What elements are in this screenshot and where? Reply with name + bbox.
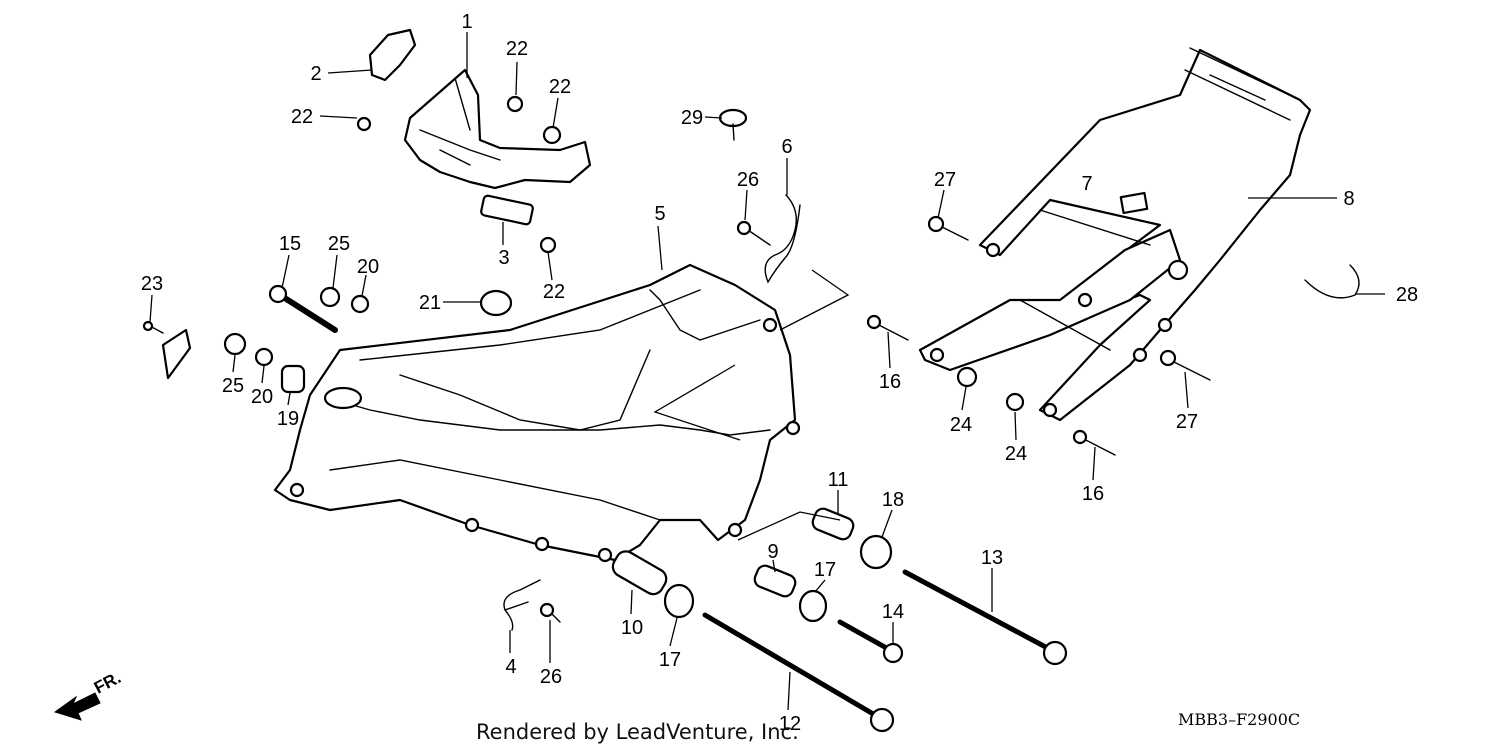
reference-lines — [653, 269, 850, 541]
callout-label: 7 — [1081, 173, 1092, 195]
callout-label: 16 — [879, 371, 901, 393]
callout-label: 9 — [767, 541, 778, 563]
diagram-code: MBB3–F2900C — [1178, 710, 1300, 729]
callout-label: 13 — [981, 547, 1003, 569]
pivot-hardware-parts — [223, 284, 370, 394]
rivet-part — [718, 108, 748, 141]
callout-label: 20 — [251, 386, 273, 408]
callout-label: 24 — [1005, 443, 1027, 465]
clamp-part — [479, 289, 513, 317]
callout-label: 15 — [279, 233, 301, 255]
callout-label: 24 — [950, 414, 972, 436]
callout-label: 2 — [310, 63, 321, 85]
engine-mount-hardware-parts — [611, 507, 1068, 733]
callout-label: 14 — [882, 601, 904, 623]
callout-label: 25 — [328, 233, 350, 255]
callout-label: 27 — [1176, 411, 1198, 433]
headlight-bracket-part — [368, 28, 592, 190]
callout-label: 4 — [505, 656, 516, 678]
callout-label: 26 — [737, 169, 759, 191]
callout-label: 22 — [506, 38, 528, 60]
callout-labels: 1 2 22 22 22 22 29 6 26 3 5 7 27 8 28 15… — [141, 11, 1418, 735]
callout-label: 22 — [291, 106, 313, 128]
callout-label: 22 — [549, 76, 571, 98]
callout-label: 18 — [882, 489, 904, 511]
callout-label: 21 — [419, 292, 441, 314]
callout-label: 17 — [814, 559, 836, 581]
callout-label: 3 — [498, 247, 509, 269]
callout-label: 17 — [659, 649, 681, 671]
credit-text: Rendered by LeadVenture, Inc. — [476, 720, 799, 744]
bolt-part — [539, 220, 771, 623]
direction-label: FR. — [91, 668, 124, 698]
callout-label: 29 — [681, 107, 703, 129]
callout-label: 16 — [1082, 483, 1104, 505]
callout-label: 22 — [543, 281, 565, 303]
callout-label: 26 — [540, 666, 562, 688]
rear-subframe-part — [918, 47, 1360, 422]
callout-label: 23 — [141, 273, 163, 295]
spring-clip-part — [503, 579, 541, 631]
callout-label: 20 — [357, 256, 379, 278]
callout-label: 1 — [461, 11, 472, 33]
callout-label: 27 — [934, 169, 956, 191]
clip-part — [480, 194, 534, 226]
plate-part — [142, 320, 192, 380]
callout-label: 25 — [222, 375, 244, 397]
callout-label: 6 — [781, 136, 792, 158]
main-frame-part — [273, 263, 801, 563]
callout-label: 5 — [654, 203, 665, 225]
wire-clamp-part — [764, 194, 801, 284]
callout-label: 11 — [828, 469, 849, 491]
grommet-parts — [356, 95, 562, 254]
subframe-hardware-parts — [866, 215, 1211, 456]
front-direction-arrow-icon: FR. — [53, 668, 124, 721]
leader-lines — [149, 32, 1385, 711]
callout-label: 8 — [1343, 188, 1354, 210]
callout-label: 10 — [621, 617, 643, 639]
callout-label: 19 — [277, 408, 299, 430]
callout-label: 12 — [779, 713, 801, 735]
callout-label: 28 — [1396, 284, 1418, 306]
